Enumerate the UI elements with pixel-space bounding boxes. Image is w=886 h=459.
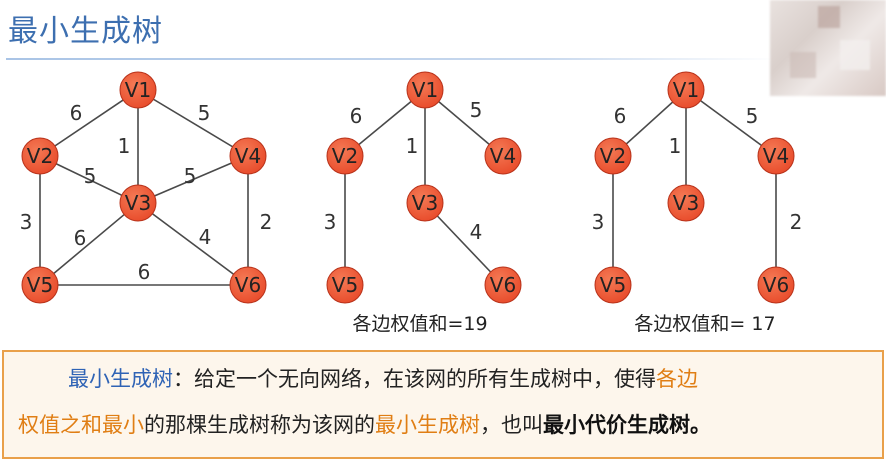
edge-weight-V1-V3: 1 xyxy=(669,134,682,158)
edge-weight-V1-V4: 5 xyxy=(470,98,483,122)
edge-weight-V1-V3: 1 xyxy=(406,134,419,158)
node-V3 xyxy=(406,184,444,222)
definition-bold-term: 最小代价生成树 xyxy=(543,413,690,437)
node-V4 xyxy=(757,137,795,175)
edge-weight-V5-V6: 6 xyxy=(138,260,151,284)
node-V4 xyxy=(229,137,267,175)
node-V2 xyxy=(594,137,632,175)
edge-weight-V1-V2: 6 xyxy=(614,104,627,128)
definition-highlight-2: 最小生成树 xyxy=(375,413,480,437)
node-V1 xyxy=(119,71,157,109)
definition-line-1: 最小生成树：给定一个无向网络，在该网的所有生成树中，使得各边 xyxy=(68,354,698,404)
node-V6 xyxy=(757,266,795,304)
definition-line-2: 权值之和最小的那棵生成树称为该网的最小生成树，也叫最小代价生成树。 xyxy=(18,400,711,450)
definition-highlight-1b: 权值之和最小 xyxy=(18,413,144,437)
node-V4 xyxy=(484,137,522,175)
node-label-V5: V5 xyxy=(27,273,53,297)
edge-weight-V1-V4: 5 xyxy=(746,104,759,128)
edge-weight-V3-V6: 4 xyxy=(199,225,212,249)
edge-weight-V2-V5: 3 xyxy=(20,210,33,234)
page-title: 最小生成树 xyxy=(8,14,163,49)
node-label-V2: V2 xyxy=(600,144,626,168)
node-label-V3: V3 xyxy=(412,191,438,215)
node-V5 xyxy=(594,266,632,304)
weight-sum-label-2: 各边权值和=19 xyxy=(352,313,487,335)
node-label-V2: V2 xyxy=(27,144,53,168)
node-V6 xyxy=(229,266,267,304)
node-V1 xyxy=(406,71,444,109)
edge-V1-V4 xyxy=(685,89,777,157)
edge-weight-V4-V6: 2 xyxy=(790,210,803,234)
edge-weight-V1-V3: 1 xyxy=(118,134,131,158)
definition-end: 。 xyxy=(690,413,711,437)
node-label-V1: V1 xyxy=(673,78,699,102)
node-V6 xyxy=(484,266,522,304)
edge-V3-V6 xyxy=(424,202,504,286)
node-label-V3: V3 xyxy=(125,191,151,215)
edge-V4-V3 xyxy=(137,155,249,204)
blurred-avatar-image xyxy=(770,0,886,96)
edge-weight-V3-V5: 6 xyxy=(74,226,87,250)
edge-weight-V4-V6: 2 xyxy=(260,210,273,234)
node-V1 xyxy=(667,71,705,109)
node-label-V6: V6 xyxy=(490,273,516,297)
weight-sum-label-3: 各边权值和= 17 xyxy=(634,313,775,335)
node-V2 xyxy=(326,137,364,175)
edge-weight-V1-V2: 6 xyxy=(70,101,83,125)
node-label-V1: V1 xyxy=(125,78,151,102)
node-V3 xyxy=(119,184,157,222)
definition-highlight-1: 各边 xyxy=(656,367,698,391)
edge-weight-V3-V6: 4 xyxy=(470,220,483,244)
node-label-V2: V2 xyxy=(332,144,358,168)
edge-V1-V2 xyxy=(39,89,139,157)
edge-V3-V5 xyxy=(39,202,139,286)
node-V5 xyxy=(326,266,364,304)
definition-text-1: ：给定一个无向网络，在该网的所有生成树中，使得 xyxy=(173,367,656,391)
edge-weight-V1-V4: 5 xyxy=(198,101,211,125)
edge-weight-V2-V5: 3 xyxy=(592,210,605,234)
title-divider xyxy=(6,58,776,60)
edge-weight-V1-V2: 6 xyxy=(350,104,363,128)
node-label-V6: V6 xyxy=(235,273,261,297)
edge-weight-V4-V3: 5 xyxy=(184,164,197,188)
edge-V3-V6 xyxy=(137,202,249,286)
node-V2 xyxy=(21,137,59,175)
definition-term: 最小生成树 xyxy=(68,367,173,391)
node-label-V4: V4 xyxy=(763,144,789,168)
node-V5 xyxy=(21,266,59,304)
node-V3 xyxy=(667,184,705,222)
node-label-V4: V4 xyxy=(490,144,516,168)
edge-weight-V2-V3: 5 xyxy=(84,164,97,188)
node-label-V6: V6 xyxy=(763,273,789,297)
node-label-V1: V1 xyxy=(412,78,438,102)
node-label-V5: V5 xyxy=(600,273,626,297)
edge-V1-V4 xyxy=(137,89,249,157)
definition-text-2: 的那棵生成树称为该网的 xyxy=(144,413,375,437)
node-label-V5: V5 xyxy=(332,273,358,297)
node-label-V4: V4 xyxy=(235,144,261,168)
edge-weight-V2-V5: 3 xyxy=(324,210,337,234)
definition-text-3: ，也叫 xyxy=(480,413,543,437)
node-label-V3: V3 xyxy=(673,191,699,215)
definition-box: 最小生成树：给定一个无向网络，在该网的所有生成树中，使得各边 权值之和最小的那棵… xyxy=(2,350,884,459)
